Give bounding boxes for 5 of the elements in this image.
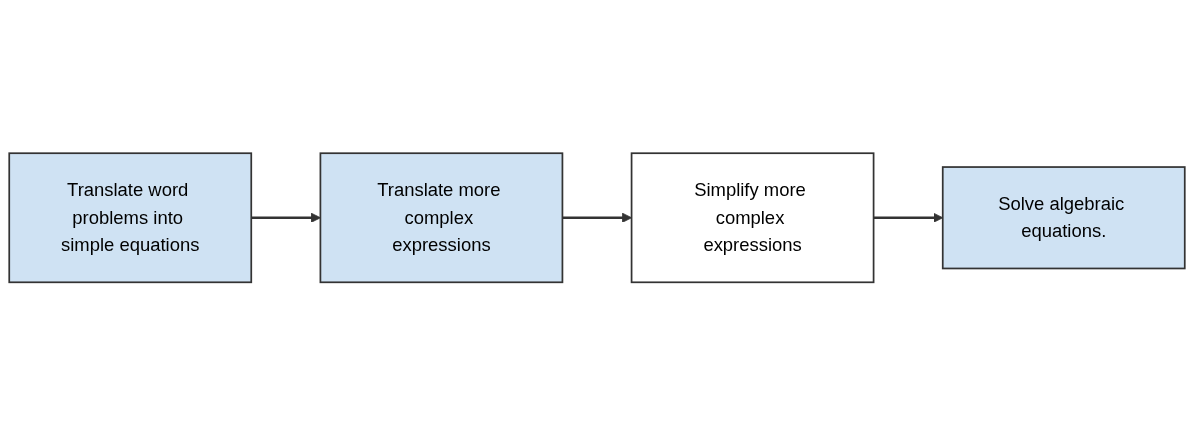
node-box: Translate word problems into simple equations xyxy=(8,152,253,283)
node-box: Solve algebraic equations. xyxy=(941,165,1186,270)
node-box: Simplify more complex expressions xyxy=(630,152,875,283)
node-box: Translate more complex expressions xyxy=(319,152,564,283)
arrow xyxy=(251,212,321,223)
